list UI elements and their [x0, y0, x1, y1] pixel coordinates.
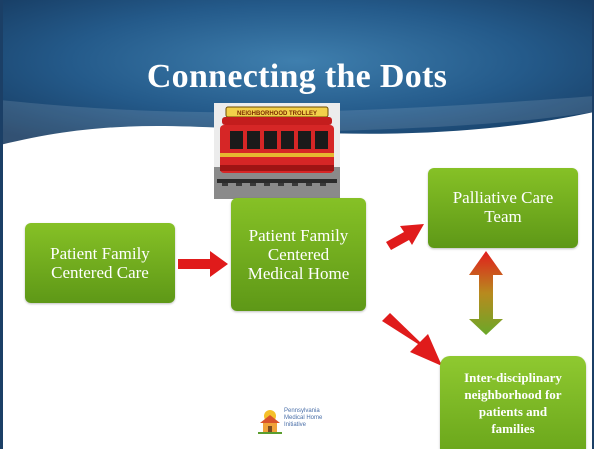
trolley-photo: NEIGHBORHOOD TROLLEY	[214, 103, 340, 199]
double-arrow-palliative-neighborhood	[469, 251, 503, 335]
medical-home-initiative-logo: Pennsylvania Medical Home Initiative	[256, 405, 336, 449]
node-patient-family-centered-care: Patient Family Centered Care	[25, 223, 175, 303]
node-palliative-care-team: Palliative Care Team	[428, 168, 578, 248]
slide-title: Connecting the Dots	[146, 58, 448, 95]
node-label: Patient Family Centered Medical Home	[247, 226, 350, 283]
node-label: Palliative Care Team	[452, 188, 554, 226]
right-frame-border	[592, 0, 594, 449]
logo-text: Pennsylvania Medical Home Initiative	[284, 408, 323, 428]
node-patient-family-centered-medical-home: Patient Family Centered Medical Home	[231, 198, 366, 311]
arrow-home-to-neighborhood	[382, 313, 442, 366]
node-label: Inter-disciplinary neighborhood for pati…	[464, 369, 562, 436]
node-label: Patient Family Centered Care	[50, 244, 150, 282]
left-frame-border	[0, 0, 3, 449]
arrow-care-to-home	[178, 251, 228, 277]
house-icon	[258, 410, 282, 434]
node-interdisciplinary-neighborhood: Inter-disciplinary neighborhood for pati…	[440, 356, 586, 449]
trolley-sign-text: NEIGHBORHOOD TROLLEY	[237, 111, 317, 117]
arrow-home-to-palliative	[386, 224, 424, 250]
